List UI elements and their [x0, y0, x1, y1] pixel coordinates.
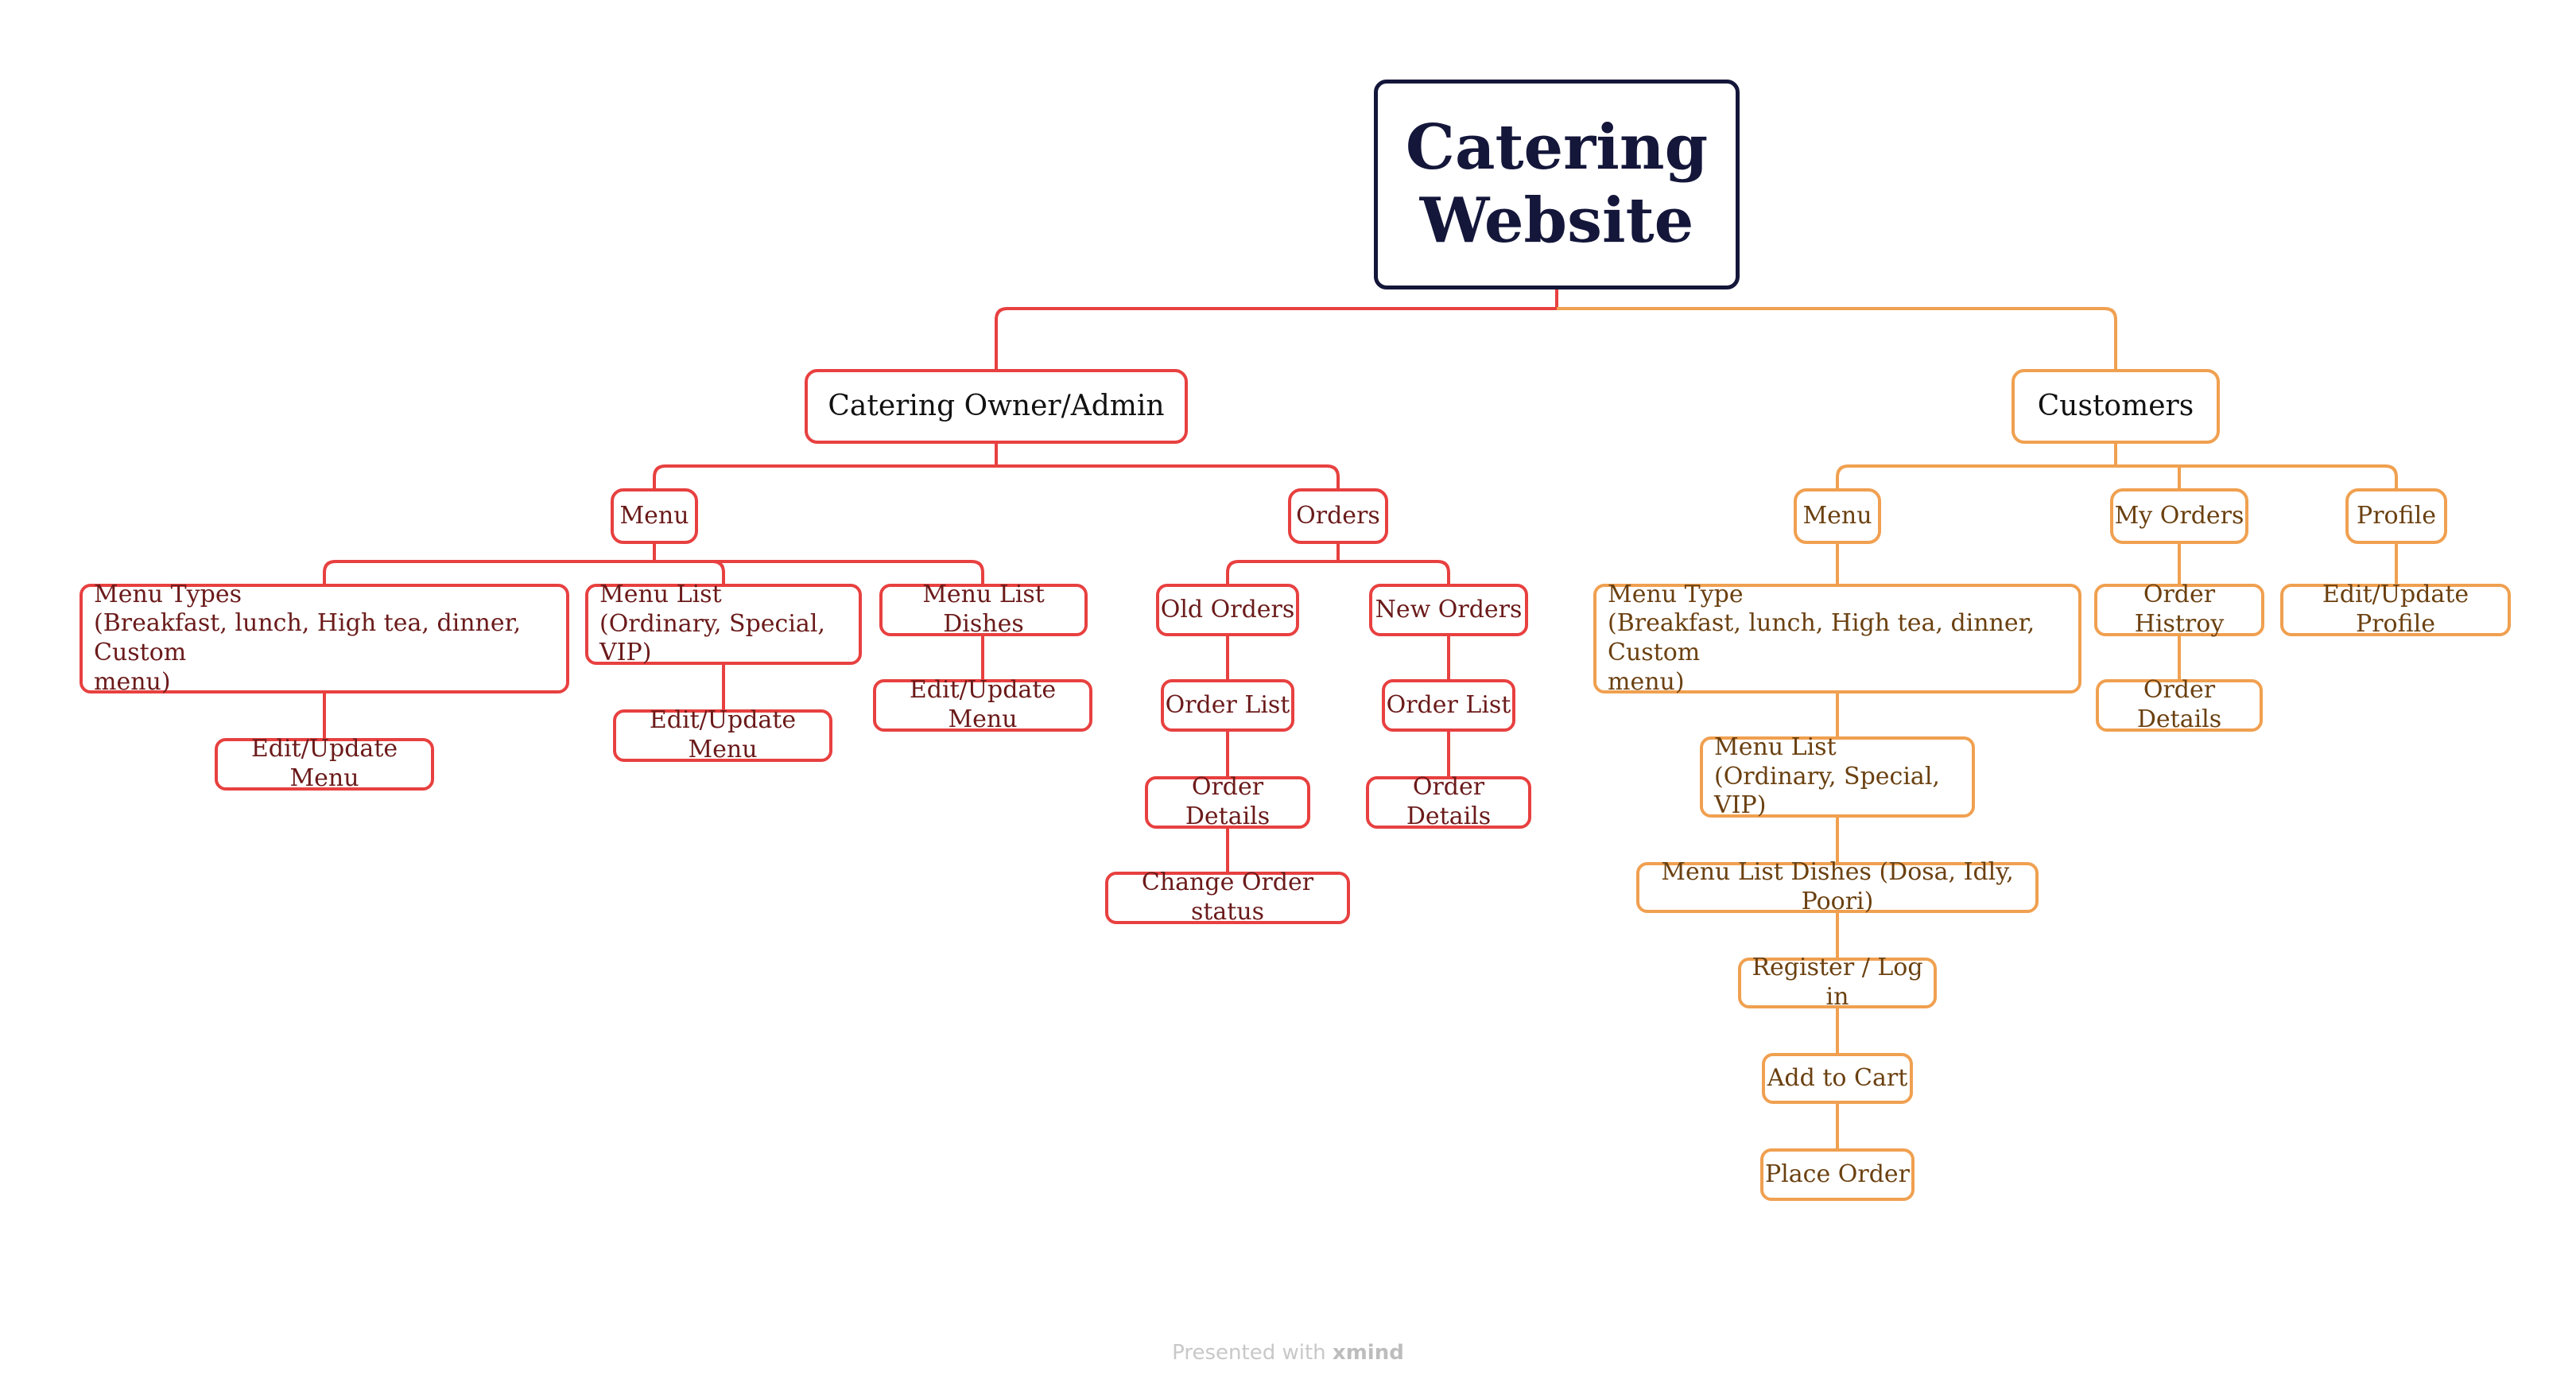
- customer-order-details-node[interactable]: Order Details: [2096, 676, 2263, 733]
- admin-new-order-list-node[interactable]: Order List: [1382, 679, 1515, 732]
- xmind-brand-logo: xmind: [1332, 1341, 1404, 1365]
- customers-node[interactable]: Customers: [2012, 369, 2220, 444]
- admin-orders-node[interactable]: Orders: [1288, 488, 1388, 544]
- admin-menu-list-dishes-edit-node[interactable]: Edit/Update Menu: [873, 676, 1092, 733]
- admin-new-order-details-node[interactable]: Order Details: [1366, 773, 1531, 830]
- admin-old-order-list-node[interactable]: Order List: [1161, 679, 1294, 732]
- customer-menu-list-node[interactable]: Menu List (Ordinary, Special, VIP): [1700, 733, 1975, 819]
- connector-root-admin: [995, 289, 1558, 369]
- connector-customers-children: [1836, 444, 2398, 488]
- customer-place-order-node[interactable]: Place Order: [1760, 1148, 1915, 1201]
- root-node[interactable]: Catering Website: [1374, 80, 1740, 289]
- customer-register-login-node[interactable]: Register / Log in: [1738, 954, 1937, 1011]
- admin-menu-types-edit-node[interactable]: Edit/Update Menu: [215, 735, 434, 792]
- admin-menu-list-node[interactable]: Menu List (Ordinary, Special, VIP): [585, 581, 862, 666]
- customer-menu-node[interactable]: Menu: [1794, 488, 1881, 544]
- customer-edit-profile-node[interactable]: Edit/Update Profile: [2280, 581, 2511, 638]
- admin-old-order-details-node[interactable]: Order Details: [1145, 773, 1310, 830]
- customer-menu-type-node[interactable]: Menu Type (Breakfast, lunch, High tea, d…: [1593, 581, 2081, 696]
- admin-menu-list-edit-node[interactable]: Edit/Update Menu: [613, 706, 832, 763]
- customer-menu-list-dishes-node[interactable]: Menu List Dishes (Dosa, Idly, Poori): [1636, 858, 2039, 915]
- footer-prefix: Presented with: [1172, 1341, 1326, 1365]
- admin-menu-node[interactable]: Menu: [611, 488, 698, 544]
- connector-admin-menu-children: [323, 544, 984, 584]
- customer-add-to-cart-node[interactable]: Add to Cart: [1762, 1053, 1913, 1104]
- admin-change-order-status-node[interactable]: Change Order status: [1105, 868, 1350, 926]
- customer-profile-node[interactable]: Profile: [2345, 488, 2447, 544]
- admin-node[interactable]: Catering Owner/Admin: [805, 369, 1188, 444]
- admin-old-orders-node[interactable]: Old Orders: [1156, 584, 1299, 636]
- admin-menu-types-node[interactable]: Menu Types (Breakfast, lunch, High tea, …: [80, 581, 569, 696]
- customer-my-orders-node[interactable]: My Orders: [2110, 488, 2248, 544]
- presented-with-footer: Presented with xmind: [1172, 1341, 1404, 1365]
- admin-menu-list-dishes-node[interactable]: Menu List Dishes: [879, 581, 1088, 638]
- connector-root-customers: [1557, 307, 2117, 369]
- admin-new-orders-node[interactable]: New Orders: [1369, 584, 1528, 636]
- connector-admin-children: [653, 444, 1340, 488]
- customer-order-history-node[interactable]: Order Histroy: [2094, 581, 2264, 638]
- connector-admin-orders-children: [1226, 544, 1450, 584]
